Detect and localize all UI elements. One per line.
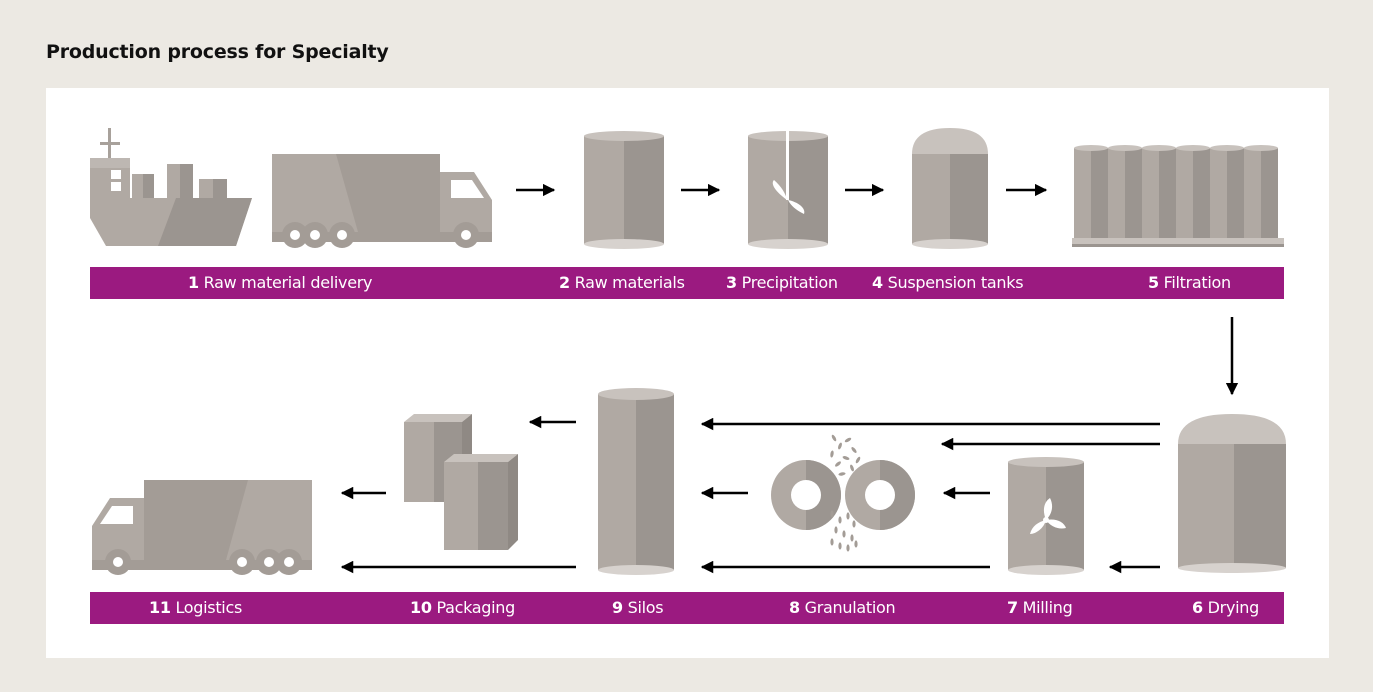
truck-icon	[92, 480, 312, 575]
step-label: 3 Precipitation	[726, 273, 838, 292]
step-label: 1 Raw material delivery	[188, 273, 373, 292]
stirred-reactor-icon	[748, 126, 828, 249]
step-label: 11 Logistics	[149, 598, 242, 617]
step-label: 9 Silos	[612, 598, 664, 617]
label-bar-bottom: 11 Logistics 10 Packaging 9 Silos 8 Gran…	[90, 592, 1284, 624]
step-label: 7 Milling	[1007, 598, 1073, 617]
boxes-icon	[404, 414, 518, 550]
label-bar-top: 1 Raw material delivery 2 Raw materials …	[90, 267, 1284, 299]
dryer-icon	[1178, 414, 1286, 573]
mill-icon	[1008, 457, 1084, 575]
granulator-rollers-icon	[771, 434, 915, 552]
page-title: Production process for Specialty	[46, 41, 389, 63]
ship-icon	[90, 128, 252, 246]
step-label: 2 Raw materials	[559, 273, 685, 292]
step-label: 10 Packaging	[410, 598, 515, 617]
step-label: 4 Suspension tanks	[872, 273, 1024, 292]
filter-press-icon	[1072, 145, 1284, 247]
domed-tank-icon	[912, 128, 988, 249]
step-label: 8 Granulation	[789, 598, 896, 617]
step-label: 5 Filtration	[1148, 273, 1231, 292]
process-diagram	[90, 126, 1286, 575]
tank-icon	[584, 131, 664, 249]
process-diagram-panel: 1 Raw material delivery 2 Raw materials …	[46, 88, 1329, 658]
step-label: 6 Drying	[1192, 598, 1259, 617]
silo-icon	[598, 388, 674, 575]
truck-icon	[272, 154, 492, 248]
